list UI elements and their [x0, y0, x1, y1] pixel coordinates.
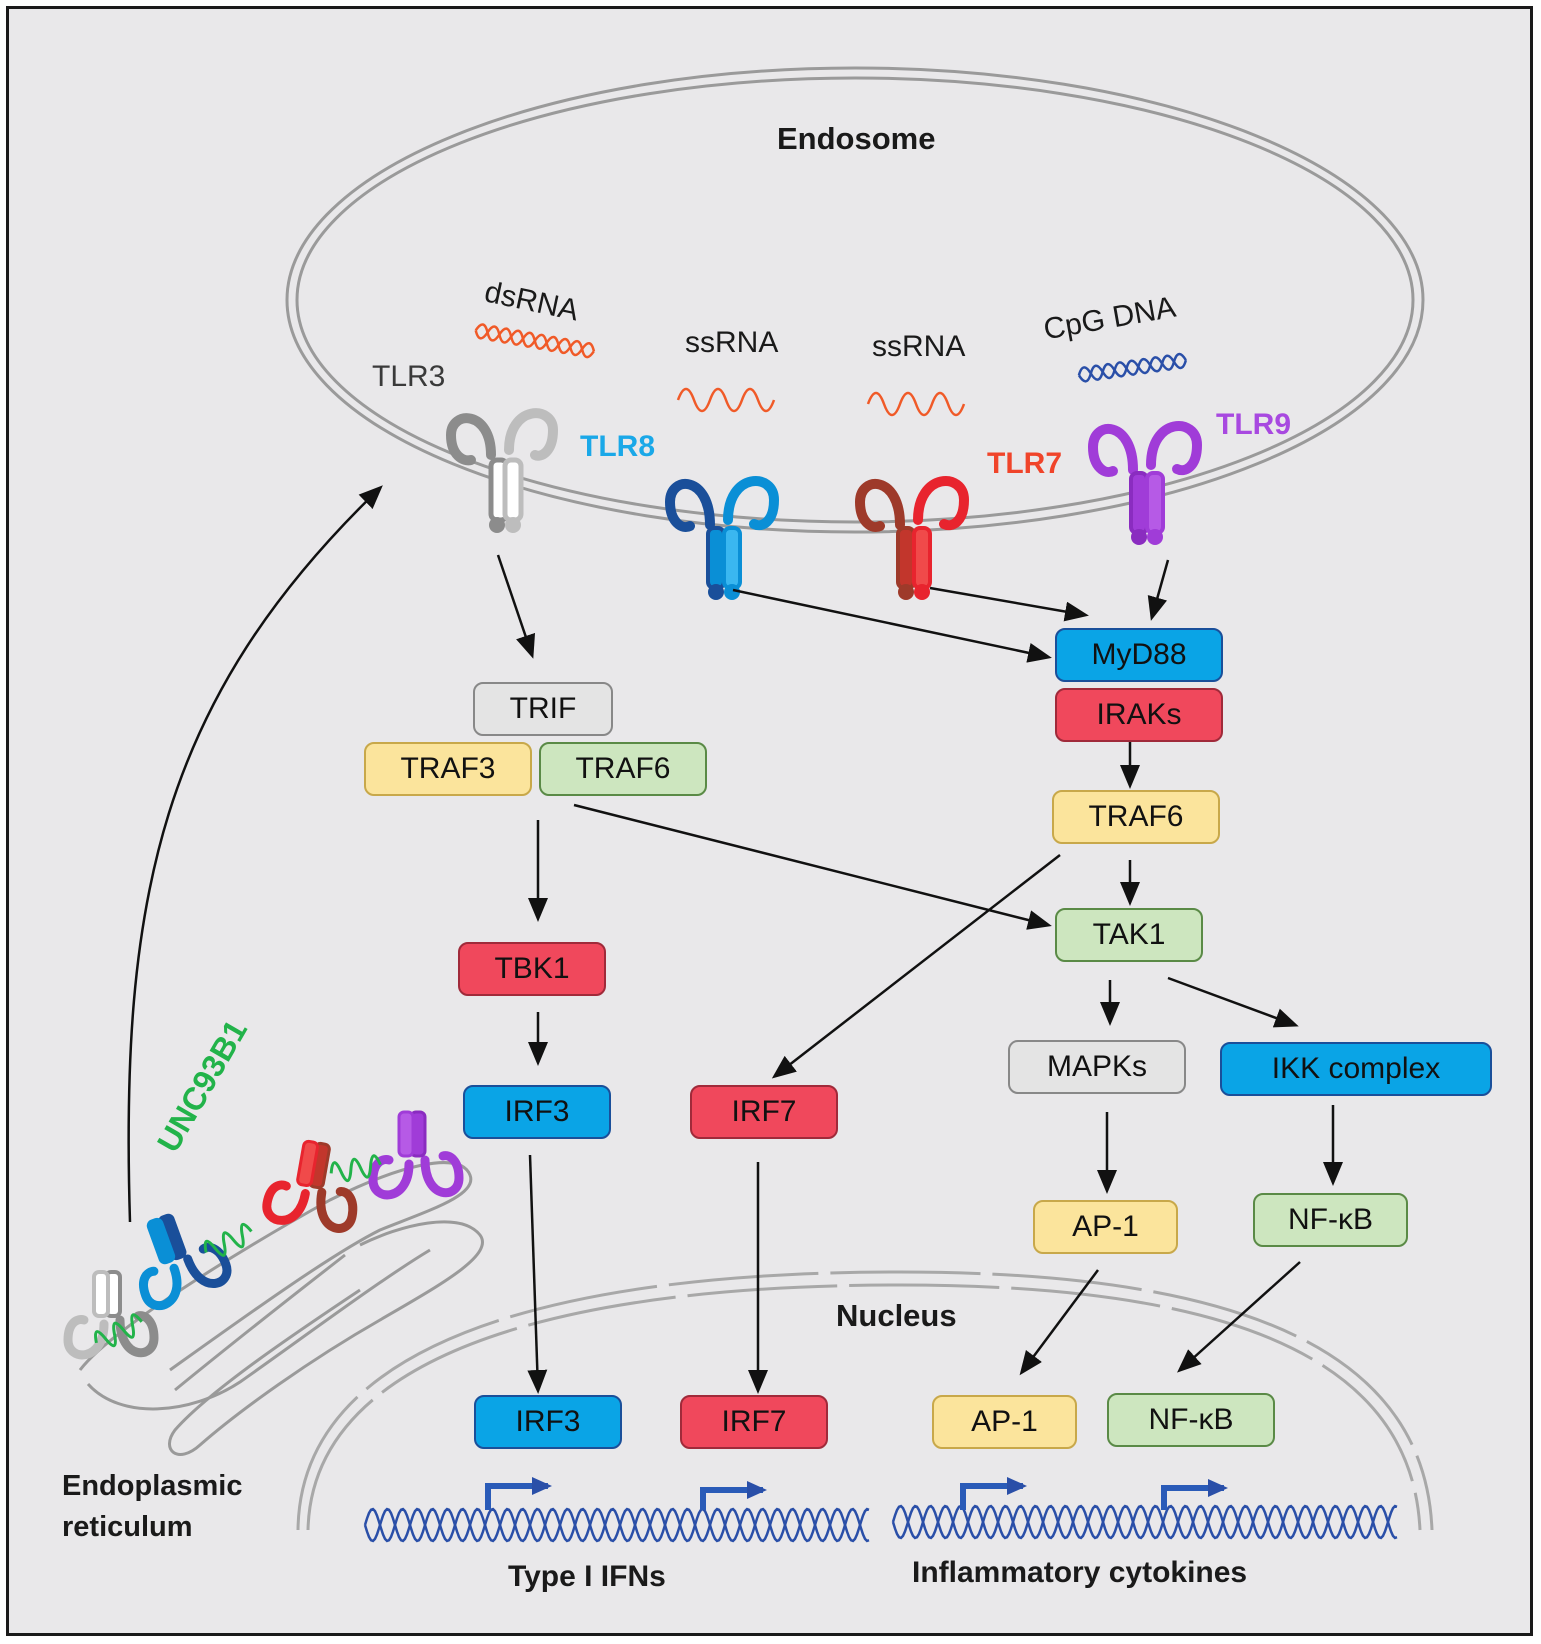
signaling-arrows	[496, 554, 1343, 1394]
tak1-box: TAK1	[1055, 908, 1203, 962]
dna-helix-icon	[363, 1507, 870, 1543]
tlr8-receptor-icon	[664, 476, 780, 600]
irf3-cyto-box: IRF3	[463, 1085, 611, 1139]
iraks-box: IRAKs	[1055, 688, 1223, 742]
irf3-nuc-box: IRF3	[474, 1395, 622, 1449]
er-membrane	[78, 1161, 484, 1456]
er-tlr3-icon	[63, 1270, 159, 1360]
unc93b1-coil-icon	[93, 1154, 382, 1348]
ap1-cyto-box: AP-1	[1033, 1200, 1178, 1254]
tlr7-label: TLR7	[987, 447, 1062, 480]
type-i-ifns-label: Type I IFNs	[508, 1560, 666, 1593]
irf7-cyto-box: IRF7	[690, 1085, 838, 1139]
er-label-line2: reticulum	[62, 1511, 193, 1543]
transcription-arrow-icon	[485, 1477, 1228, 1510]
tlr9-receptor-icon	[1087, 421, 1203, 545]
ssrna-wave-icon	[676, 387, 776, 413]
mapks-box: MAPKs	[1008, 1040, 1186, 1094]
trif-box: TRIF	[473, 682, 613, 736]
ap1-nuc-box: AP-1	[932, 1395, 1077, 1449]
ikk-complex-box: IKK complex	[1220, 1042, 1492, 1096]
endosome-membrane	[285, 66, 1425, 534]
tlr3-label: TLR3	[372, 360, 446, 393]
tlr9-label: TLR9	[1216, 408, 1291, 441]
er-tlr8-icon	[139, 1213, 232, 1311]
dna-helix-icon	[891, 1504, 1398, 1540]
figure-frame	[6, 6, 1533, 1636]
tlr3-receptor-icon	[445, 408, 559, 533]
traf3-box: TRAF3	[364, 742, 532, 796]
inflammatory-cytokines-label: Inflammatory cytokines	[912, 1556, 1248, 1589]
tlr8-label: TLR8	[580, 430, 655, 463]
ssrna-label: ssRNA	[872, 330, 966, 363]
ssrna-wave-icon	[866, 391, 966, 417]
nfkb-cyto-box: NF-κB	[1253, 1193, 1408, 1247]
irf7-nuc-box: IRF7	[680, 1395, 828, 1449]
tlr7-receptor-icon	[854, 476, 970, 600]
nucleus-label: Nucleus	[836, 1298, 957, 1333]
er-tlr9-icon	[368, 1110, 464, 1200]
er-tlr7-icon	[262, 1139, 358, 1233]
trafficking-arrow	[127, 485, 383, 1223]
er-label-line1: Endoplasmic	[62, 1470, 243, 1502]
tbk1-box: TBK1	[458, 942, 606, 996]
traf6-left-box: TRAF6	[539, 742, 707, 796]
nfkb-nuc-box: NF-κB	[1107, 1393, 1275, 1447]
endosome-label: Endosome	[777, 121, 936, 156]
ssrna-label: ssRNA	[685, 326, 779, 359]
cpg-dna-helix-icon	[1077, 352, 1188, 383]
myd88-box: MyD88	[1055, 628, 1223, 682]
traf6-right-box: TRAF6	[1052, 790, 1220, 844]
dsrna-helix-icon	[474, 323, 596, 359]
nucleus-membrane	[296, 1270, 1434, 1531]
